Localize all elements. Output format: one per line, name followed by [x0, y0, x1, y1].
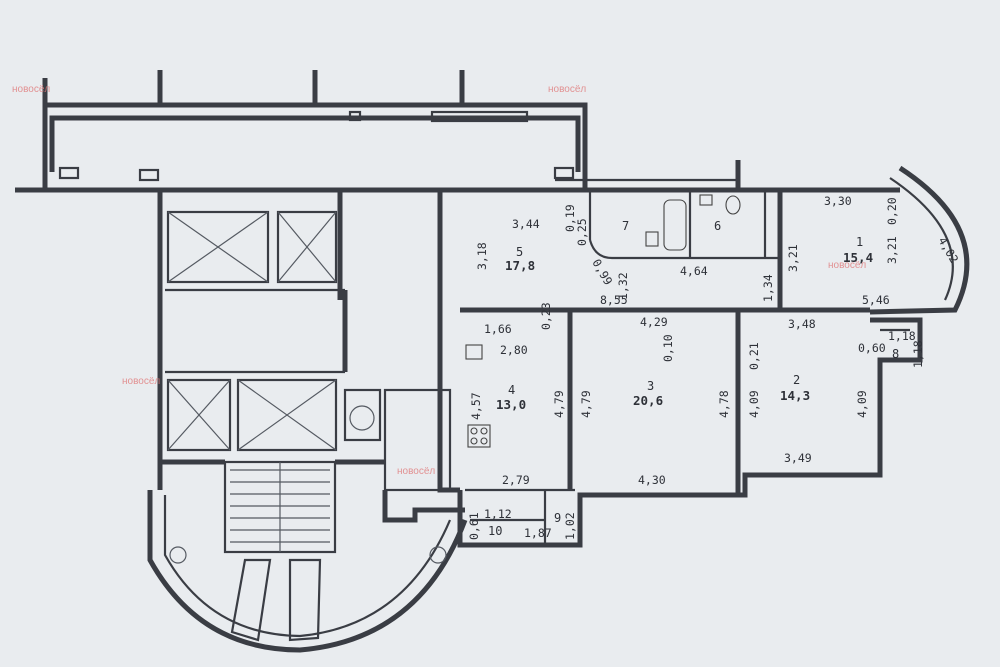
dimension: 4,57 [469, 392, 483, 420]
watermark-text: новосёл [397, 466, 435, 477]
dimension: 0,61 [467, 512, 481, 540]
dimension: 0,25 [575, 218, 589, 246]
dimension-labels: 3,44 0,19 0,25 3,18 0,99 1,32 4,64 1,34 … [467, 194, 961, 540]
lower-lobby-walls [147, 459, 468, 653]
dimension: 3,49 [784, 451, 812, 465]
dimension: 4,09 [855, 390, 869, 418]
watermark-text: новосёл [122, 376, 160, 387]
room-labels: 5 17,8 7 6 1 15,4 4 13,0 3 20,6 2 14,3 8… [488, 219, 899, 538]
dimension: 1,87 [524, 526, 552, 540]
watermark-text: новосёл [12, 84, 50, 95]
watermark-text: новосёл [548, 84, 586, 95]
dimension: 4,09 [747, 390, 761, 418]
dimension: 4,02 [935, 235, 961, 266]
loggia-walls [15, 70, 588, 193]
room-area: 13,0 [496, 397, 526, 412]
room-number: 2 [793, 373, 800, 387]
dimension: 3,48 [788, 317, 816, 331]
dimension: 1,02 [563, 512, 577, 540]
kitchen-sink-icon [465, 344, 483, 360]
watermark-text: новосёл [828, 260, 866, 271]
room-number: 5 [516, 245, 523, 259]
dimension: 0,99 [589, 257, 615, 288]
room-area: 15,4 [843, 250, 873, 265]
dimension: 4,79 [579, 390, 593, 418]
dimension: 0,23 [539, 302, 553, 330]
dimension: 1,34 [761, 274, 775, 302]
dimension: 1,32 [616, 272, 630, 300]
room-number: 1 [856, 235, 863, 249]
apartment-walls [437, 160, 970, 548]
dimension: 8,55 [600, 293, 628, 307]
dimension: 0,21 [747, 342, 761, 370]
partitions [460, 190, 910, 545]
room-area: 17,8 [505, 258, 535, 273]
room-number: 4 [508, 383, 515, 397]
dimension: 0,20 [885, 197, 899, 225]
dimension: 4,30 [638, 473, 666, 487]
bathtub-icon [663, 199, 687, 251]
dimension: 4,79 [552, 390, 566, 418]
toilet-icon [725, 195, 741, 215]
room-number: 9 [554, 511, 561, 525]
dimension: 3,30 [824, 194, 852, 208]
dimension: 3,21 [885, 236, 899, 264]
dimension: 5,46 [862, 293, 890, 307]
dimension: 4,29 [640, 315, 668, 329]
room-number: 10 [488, 524, 502, 538]
room-number: 6 [714, 219, 721, 233]
room-number: 8 [892, 347, 899, 361]
room-area: 20,6 [633, 393, 663, 408]
dimension: 2,79 [502, 473, 530, 487]
dimension: 2,80 [500, 343, 528, 357]
room-number: 7 [622, 219, 629, 233]
dimension: 0,60 [858, 341, 886, 355]
room-area: 14,3 [780, 388, 810, 403]
watermarks: новосёл новосёл новосёл новосёл новосёл [12, 84, 866, 477]
dimension: 4,64 [680, 264, 708, 278]
dimension: 1,18 [888, 329, 916, 343]
dimension: 0,19 [563, 204, 577, 232]
washbasin-icon [699, 194, 713, 206]
sink-icon [645, 231, 659, 247]
room-number: 3 [647, 379, 654, 393]
fixtures [465, 194, 741, 448]
dimension: 1,18 [911, 340, 925, 368]
stove-icon [467, 424, 491, 448]
dimension: 3,18 [475, 242, 489, 270]
dimension: 0,10 [661, 334, 675, 362]
dimension: 3,44 [512, 217, 540, 231]
dimension: 1,12 [484, 507, 512, 521]
common-core-walls [157, 187, 452, 554]
dimension: 3,21 [786, 244, 800, 272]
dimension: 4,78 [717, 390, 731, 418]
dimension: 1,66 [484, 322, 512, 336]
